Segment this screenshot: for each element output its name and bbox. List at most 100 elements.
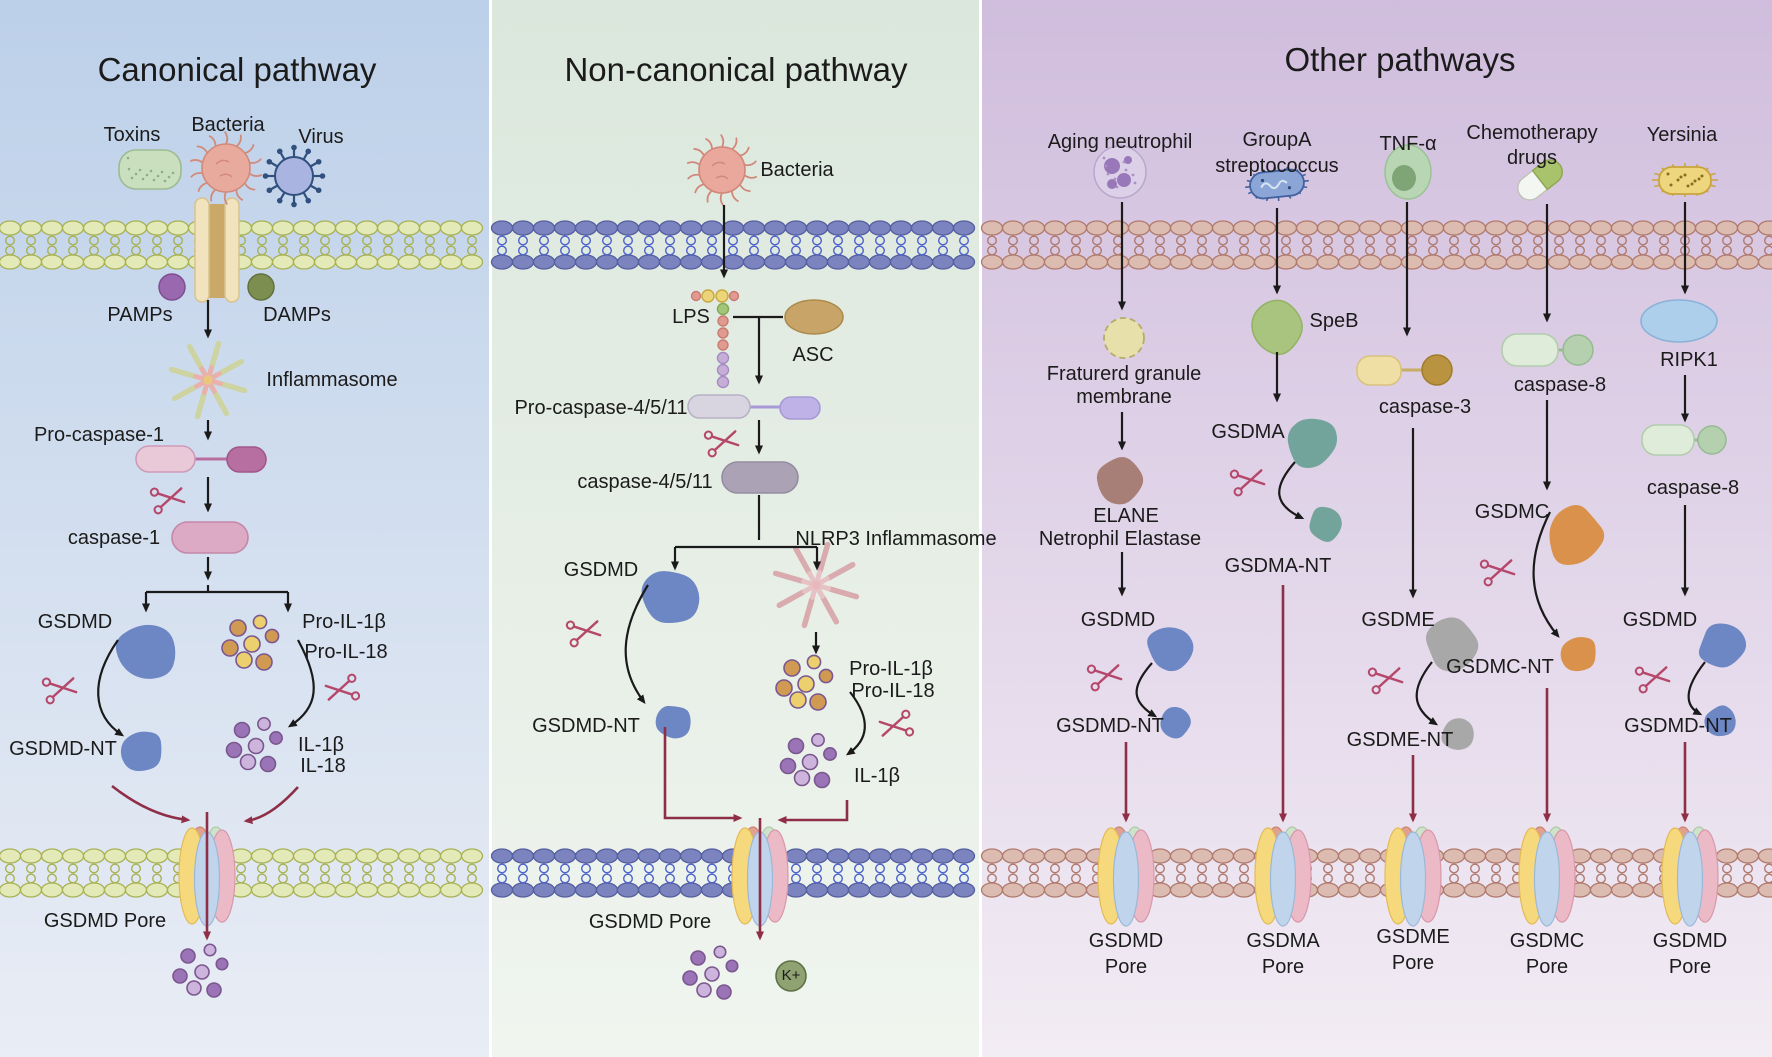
label-toxins: Toxins	[103, 124, 161, 146]
scissors-icon	[1229, 469, 1266, 497]
label-pore5-line2: Pore	[1668, 956, 1712, 978]
label-gsdmd-col1: GSDMD	[1080, 609, 1156, 631]
yersinia-icon	[1652, 163, 1718, 197]
elane-shape	[1096, 457, 1144, 505]
label-pro-il-18-noncanonical: Pro-IL-18	[851, 680, 935, 702]
label-yersinia: Yersinia	[1646, 124, 1718, 146]
speb-shape	[1251, 299, 1303, 356]
label-il-1b-noncanonical: IL-1β	[854, 765, 900, 787]
label-gsdma-nt: GSDMA-NT	[1224, 555, 1332, 577]
aging-neutrophil-icon	[1093, 145, 1147, 199]
lps-icon	[690, 289, 740, 389]
inflammasome-icon	[168, 340, 248, 420]
gsdmc-pore-shape	[1518, 826, 1576, 927]
label-ripk1: RIPK1	[1660, 349, 1718, 371]
label-gsdmd-col5: GSDMD	[1622, 609, 1698, 631]
label-damps: DAMPs	[263, 304, 331, 326]
label-virus: Virus	[298, 126, 344, 148]
gsdmc-nt-shape	[1560, 637, 1596, 672]
pro-il-dots	[775, 654, 834, 711]
damps-icon	[247, 273, 275, 301]
label-pamps: PAMPs	[107, 304, 173, 326]
pro-caspase-4-5-11-shape	[687, 394, 821, 420]
label-fractured-granule-line1: Fraturerd granule	[1046, 363, 1202, 385]
label-bacteria-canonical: Bacteria	[191, 114, 265, 136]
gsdmd-shape	[115, 624, 176, 679]
label-speb: SpeB	[1309, 310, 1359, 332]
bacteria-icon	[686, 134, 758, 206]
cell-membrane-other-top	[980, 220, 1772, 270]
label-gsdmc-nt: GSDMC-NT	[1446, 656, 1554, 678]
label-elane-line1: ELANE	[1093, 505, 1159, 527]
caspase-4-5-11-shape	[721, 461, 799, 494]
gsdme-shape	[1425, 617, 1479, 672]
label-pore4-line1: GSDMC	[1509, 930, 1585, 952]
gsdme-nt-shape	[1441, 718, 1474, 750]
caspase-3-shape	[1356, 354, 1453, 386]
label-pro-il-1b-noncanonical: Pro-IL-1β	[849, 658, 933, 680]
scissors-icon	[1634, 666, 1671, 694]
label-group-a-line1: GroupA	[1242, 129, 1312, 151]
label-caspase-4-5-11: caspase-4/5/11	[577, 471, 713, 493]
scissors-icon	[703, 430, 740, 458]
nlrp3-inflammasome-icon	[772, 541, 860, 629]
label-gsdma: GSDMA	[1211, 421, 1285, 443]
caspase-8-shape	[1641, 424, 1727, 456]
gsdma-pore-shape	[1254, 826, 1312, 927]
caspase-8-shape	[1501, 333, 1594, 367]
k-plus-icon	[775, 960, 807, 992]
title-non-canonical: Non-canonical pathway	[564, 51, 908, 88]
gsdmd-pore-shape	[178, 826, 236, 927]
label-pore3-line2: Pore	[1391, 952, 1435, 974]
il-dots	[779, 733, 837, 789]
gsdmd-nt-shape	[1160, 706, 1191, 739]
label-pro-caspase-4-5-11: Pro-caspase-4/5/11	[514, 397, 688, 419]
label-il-1b-canonical: IL-1β	[298, 734, 344, 756]
cell-membrane-canonical-bottom	[0, 848, 484, 898]
gsdmd-shape	[1698, 623, 1747, 668]
label-chemotherapy-line1: Chemotherapy	[1466, 122, 1598, 144]
label-group-a-line2: streptococcus	[1215, 155, 1339, 177]
label-gsdmd-nt-noncanonical: GSDMD-NT	[532, 715, 640, 737]
label-pore1-line2: Pore	[1104, 956, 1148, 978]
virus-icon	[262, 144, 326, 208]
pro-il-dots	[221, 614, 280, 671]
membrane-channel-icon	[194, 197, 240, 303]
label-caspase-8-col4: caspase-8	[1513, 374, 1607, 396]
asc-shape	[784, 299, 844, 335]
label-chemotherapy-line2: drugs	[1506, 147, 1558, 169]
pamps-icon	[158, 273, 186, 301]
label-pro-il-18-canonical: Pro-IL-18	[304, 641, 388, 663]
label-bacteria-noncanonical: Bacteria	[760, 159, 834, 181]
label-pore2-line1: GSDMA	[1246, 930, 1320, 952]
scissors-icon	[1086, 664, 1123, 692]
gsdmd-pore-shape	[1661, 826, 1719, 927]
label-pore1-line1: GSDMD	[1088, 930, 1164, 952]
label-k-plus: K+	[781, 967, 801, 984]
label-caspase-1: caspase-1	[67, 527, 161, 549]
title-other: Other pathways	[1284, 41, 1516, 78]
scissors-icon	[149, 487, 186, 515]
panel-separator	[979, 0, 982, 1057]
panel-separator	[489, 0, 492, 1057]
gsdmd-nt-shape	[1704, 705, 1736, 737]
toxins-icon	[118, 149, 182, 190]
label-gsdmd-pore-canonical: GSDMD Pore	[43, 910, 167, 932]
label-gsdmd-noncanonical: GSDMD	[563, 559, 639, 581]
gsdmd-nt-shape	[655, 705, 691, 739]
label-pore2-line2: Pore	[1261, 956, 1305, 978]
label-lps: LPS	[672, 306, 710, 328]
label-gsdmd-canonical: GSDMD	[37, 611, 113, 633]
pro-caspase-1-shape	[135, 445, 267, 473]
bacteria-icon	[190, 131, 262, 205]
gsdma-shape	[1287, 418, 1337, 468]
scissors-icon	[1479, 559, 1516, 587]
label-inflammasome: Inflammasome	[266, 369, 398, 391]
label-asc: ASC	[792, 344, 834, 366]
label-il-18-canonical: IL-18	[300, 755, 346, 777]
gsdmd-pore-shape	[1097, 826, 1155, 927]
ripk1-shape	[1640, 299, 1718, 343]
label-pro-caspase-1: Pro-caspase-1	[33, 424, 165, 446]
label-tnf-alpha: TNF-α	[1379, 133, 1437, 155]
gsdmd-shape	[641, 571, 700, 623]
